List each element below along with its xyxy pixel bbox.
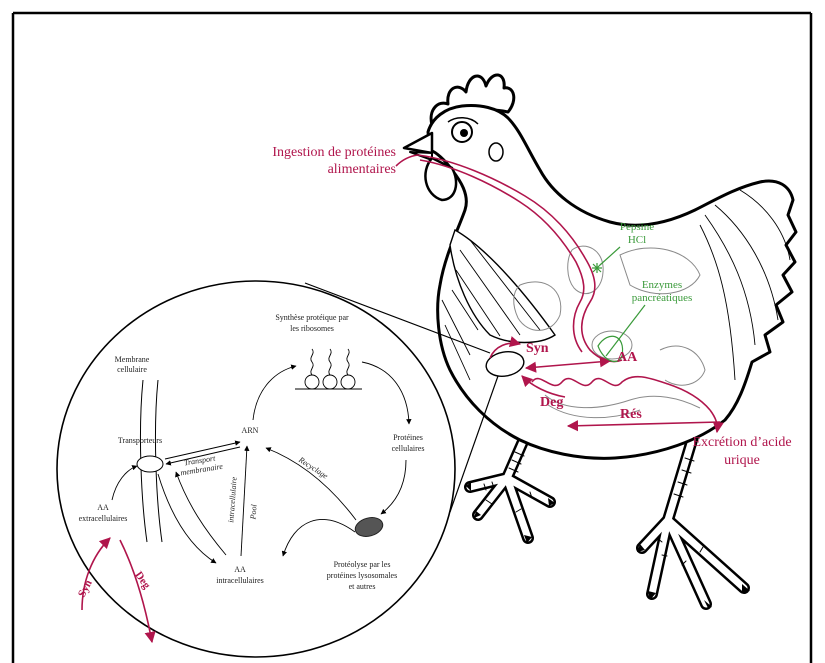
eye-pupil <box>460 129 468 137</box>
zoom-circle <box>57 281 455 657</box>
proteines-label-line2: cellulaires <box>392 444 425 453</box>
pepsine-star-icon <box>592 263 602 273</box>
ribosome-icon <box>305 375 319 389</box>
cell-syn-label: Syn <box>76 578 95 599</box>
aa-label: AA <box>617 350 638 365</box>
pepsine-label-line1: Pepsine <box>620 221 654 233</box>
synthese-label-line2: les ribosomes <box>290 324 334 333</box>
pepsine-label-line2: HCl <box>628 234 646 246</box>
transporter-icon <box>137 456 163 472</box>
cell-zoom: Synthèse protéique par les ribosomes Mem… <box>57 281 498 657</box>
enzymes-label-line1: Enzymes <box>642 279 682 291</box>
ribosome-icon <box>341 375 355 389</box>
excretion-label-line1: Excrétion d’acide <box>692 435 791 450</box>
arn-label: ARN <box>242 426 259 435</box>
deg-label: Deg <box>540 395 563 410</box>
proteines-label-line1: Protéines <box>393 433 423 442</box>
transporteurs-label: Transporteurs <box>118 436 162 445</box>
synthese-label-line1: Synthèse protéique par <box>275 313 349 322</box>
ear-lobe <box>489 143 503 161</box>
membrane-label-line2: cellulaire <box>117 365 147 374</box>
proteolyse-label-line1: Protéolyse par les <box>334 560 391 569</box>
aa-intra-label-line1: AA <box>234 565 246 574</box>
excretion-label-line2: urique <box>724 453 760 468</box>
ribosome-icon <box>323 375 337 389</box>
pool-label: Pool <box>248 503 258 520</box>
beak-upper <box>404 133 432 153</box>
proteolyse-label-line2: protéines lysosomales <box>327 571 397 580</box>
res-label: Rés <box>620 407 642 422</box>
ingestion-label-line2: alimentaires <box>328 162 396 177</box>
membrane-label-line1: Membrane <box>115 355 150 364</box>
aa-extra-label-line2: extracellulaires <box>79 514 128 523</box>
aa-intra-label-line2: intracellulaires <box>216 576 264 585</box>
aa-extra-label-line1: AA <box>97 503 109 512</box>
enzymes-label-line2: pancréatiques <box>632 292 692 304</box>
syn-label: Syn <box>526 341 549 356</box>
ingestion-label-line1: Ingestion de protéines <box>272 145 396 160</box>
proteolyse-label-line3: et autres <box>349 582 376 591</box>
